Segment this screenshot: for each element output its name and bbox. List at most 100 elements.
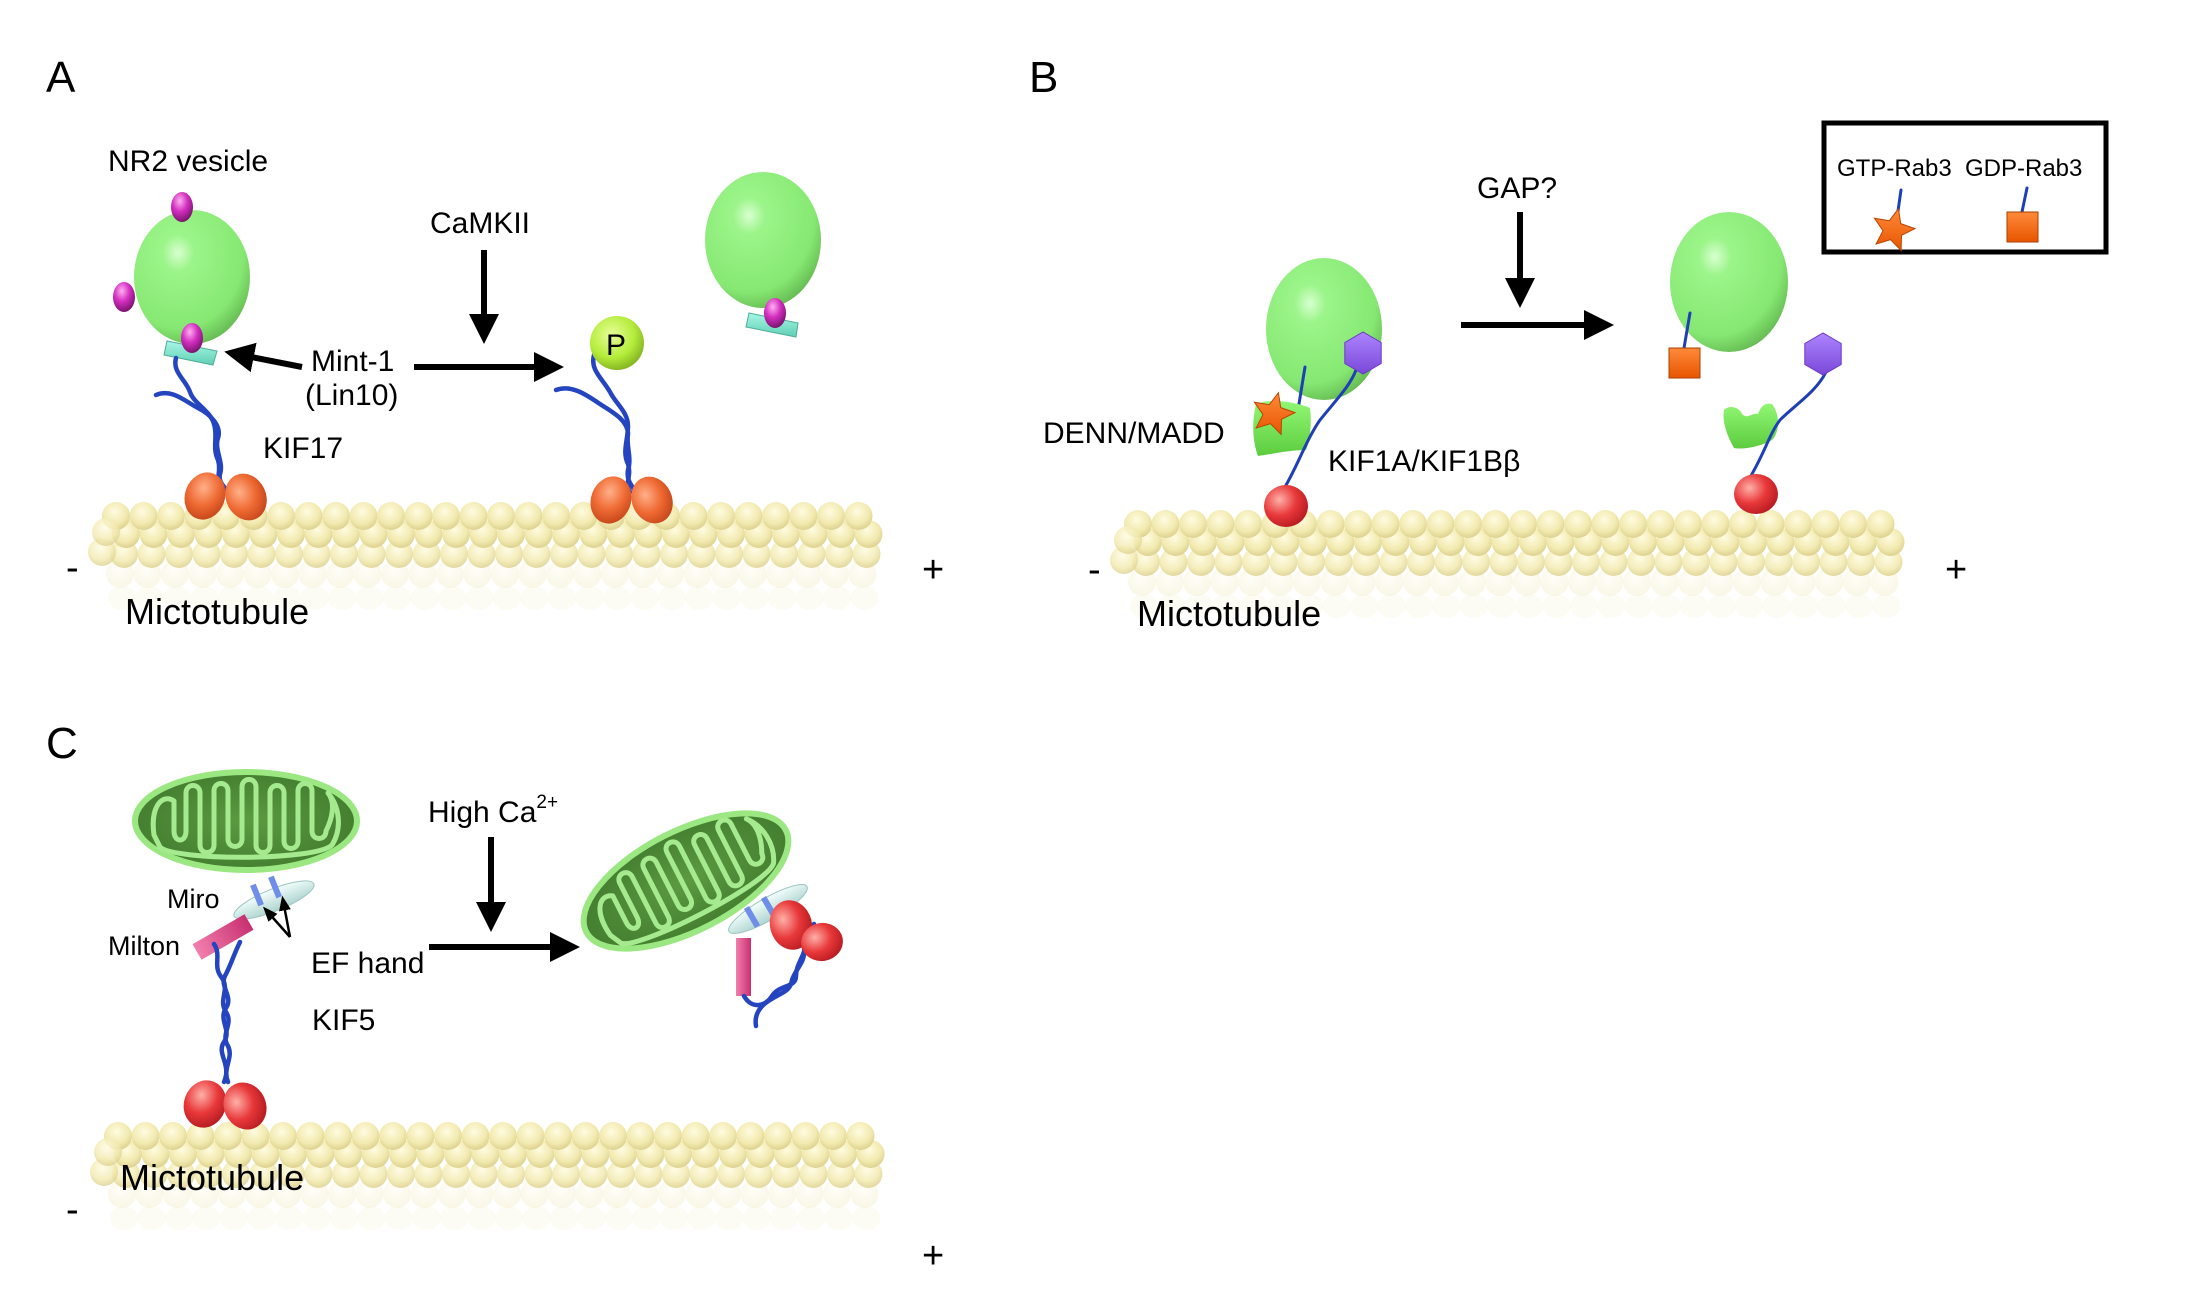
denn-madd-empty <box>1723 403 1778 449</box>
tubulin-reflection <box>795 586 824 610</box>
tubulin-subunit <box>626 1122 655 1150</box>
camkii-label: CaMKII <box>430 207 530 240</box>
tubulin-subunit <box>461 1122 490 1150</box>
tubulin-reflection <box>438 586 466 610</box>
tubulin-subunit <box>129 502 158 530</box>
tubulin-reflection <box>1790 594 1818 618</box>
tubulin-reflection <box>412 1206 441 1230</box>
tubulin-subunit <box>514 502 543 530</box>
tubulin-subunit <box>1114 526 1142 554</box>
tubulin-reflection <box>1185 594 1213 618</box>
tubulin-subunit <box>351 1122 380 1150</box>
tubulin-subunit <box>542 502 570 530</box>
tubulin-subunit <box>432 502 460 530</box>
tubulin-reflection <box>410 586 439 610</box>
tubulin-reflection <box>575 586 604 610</box>
ef-hand-pointer <box>279 895 292 938</box>
mitochondrion-bound <box>132 769 360 873</box>
ef-hand <box>268 875 282 899</box>
tubulin-subunit <box>1591 510 1620 538</box>
ef-hand-label: EF hand <box>311 947 424 980</box>
tubulin-reflection <box>1240 594 1268 618</box>
cargo-binding-hexagon <box>1344 331 1382 375</box>
tubulin-reflection <box>852 1206 881 1230</box>
tubulin-subunit <box>377 502 405 530</box>
phosphate-group <box>590 316 644 370</box>
tubulin-subunit <box>1619 510 1647 538</box>
tubulin-reflection <box>522 1206 551 1230</box>
tubulin-reflection <box>190 586 219 610</box>
tubulin-subunit <box>1234 510 1262 538</box>
tubulin-reflection <box>383 586 411 610</box>
tubulin-subunit <box>406 1122 435 1150</box>
tubulin-subunit <box>1316 510 1345 538</box>
phosphate-label: P <box>606 329 626 362</box>
tubulin-subunit <box>1536 510 1565 538</box>
tubulin-reflection <box>577 1206 606 1230</box>
kif1a-label: KIF1A/KIF1Bβ <box>1328 445 1520 478</box>
tubulin-subunit <box>94 1138 122 1166</box>
tubulin-reflection <box>108 586 136 610</box>
kif5-head <box>183 1080 227 1128</box>
tubulin-reflection <box>1597 594 1626 618</box>
panel-b: B - + Mictotubule DENN/MADD KIF1A/KIF1Bβ… <box>1029 53 2109 634</box>
kif17-head <box>184 472 226 520</box>
tubulin-reflection <box>823 586 851 610</box>
tubulin-reflection <box>1735 594 1763 618</box>
tubulin-subunit <box>1811 510 1840 538</box>
tubulin-reflection <box>300 586 329 610</box>
tubulin-reflection <box>220 1206 248 1230</box>
tubulin-reflection <box>1515 594 1543 618</box>
tubulin-reflection <box>740 586 769 610</box>
kif5-head <box>769 900 813 950</box>
tubulin-subunit <box>1564 510 1592 538</box>
tubulin-subunit <box>599 1122 627 1150</box>
tubulin-reflection <box>330 1206 358 1230</box>
tubulin-reflection <box>163 586 191 610</box>
legend-label-gtp-rab3: GTP-Rab3 <box>1837 155 1952 182</box>
tubulin-reflection <box>385 1206 413 1230</box>
tubulin-subunit <box>707 502 735 530</box>
tubulin-reflection <box>1817 594 1846 618</box>
tubulin-subunit <box>569 502 598 530</box>
kif5-coil <box>219 939 243 1085</box>
tubulin-subunit <box>736 1122 765 1150</box>
tubulin-reflection <box>440 1206 468 1230</box>
tubulin-reflection <box>550 1206 578 1230</box>
milton <box>192 914 254 960</box>
legend-label-gdp-rab3: GDP-Rab3 <box>1965 155 2082 182</box>
nr2-vesicle-label: NR2 vesicle <box>108 145 268 178</box>
tubulin-subunit <box>322 502 350 530</box>
tubulin-reflection <box>165 1206 193 1230</box>
kif1a-tail <box>1744 370 1828 486</box>
tubulin-reflection <box>850 586 879 610</box>
tubulin-reflection <box>1377 594 1406 618</box>
tubulin-reflection <box>1212 594 1241 618</box>
denn-madd-label: DENN/MADD <box>1043 417 1225 450</box>
synaptic-vesicle-released <box>1668 212 1788 379</box>
legend-box <box>1821 120 2109 255</box>
tubulin-reflection <box>1405 594 1433 618</box>
tubulin-reflection <box>1707 594 1736 618</box>
tubulin-reflection <box>495 1206 523 1230</box>
mitochondrion-arrested <box>580 810 792 952</box>
tubulin-subunit <box>131 1122 160 1150</box>
kif17-head <box>590 476 632 524</box>
tubulin-subunit <box>269 1122 297 1150</box>
panel-letter-c: C <box>46 719 78 768</box>
tubulin-reflection <box>658 586 686 610</box>
tubulin-subunit <box>1206 510 1235 538</box>
tubulin-reflection <box>110 1206 138 1230</box>
rab3-linker <box>1682 311 1692 350</box>
minus-end-b: - <box>1088 549 1101 591</box>
tubulin-reflection <box>1322 594 1351 618</box>
tubulin-subunit <box>404 502 433 530</box>
tubulin-subunit <box>1179 510 1207 538</box>
high-calcium-text: High Ca <box>428 796 537 829</box>
nr2-receptor <box>181 323 203 353</box>
tubulin-subunit <box>544 1122 572 1150</box>
tubulin-reflection <box>1432 594 1461 618</box>
tubulin-subunit <box>1371 510 1400 538</box>
miro <box>233 880 315 920</box>
kif1a-head <box>1734 474 1778 514</box>
